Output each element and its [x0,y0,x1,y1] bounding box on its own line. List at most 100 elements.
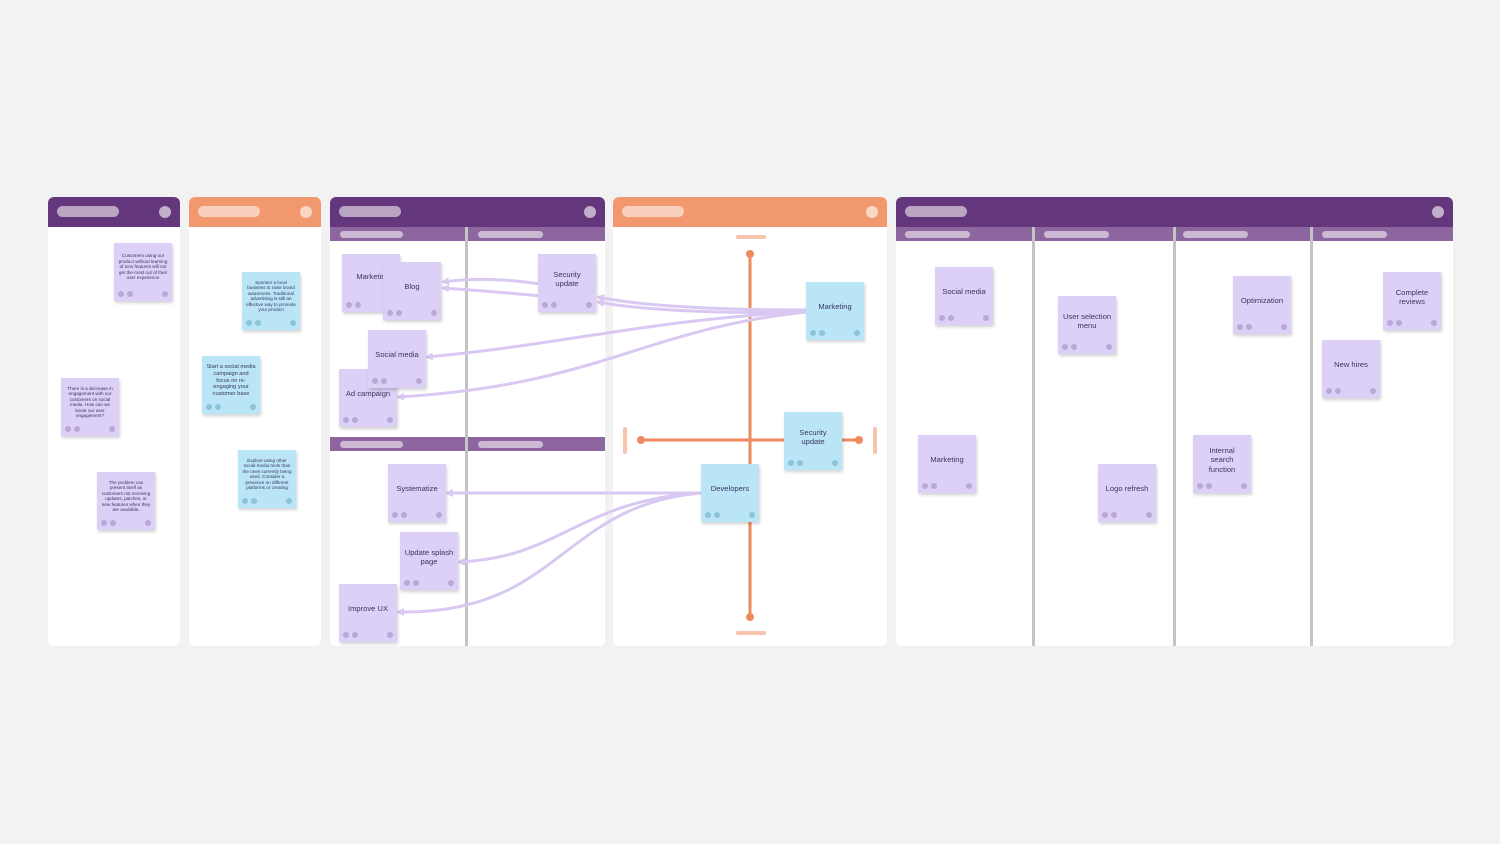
column-matrix [613,197,887,646]
note-reaction-icon [101,520,107,526]
note-reaction-icon [1370,388,1376,394]
note-reaction-icon [404,580,410,586]
sticky-note-text: Update splash page [404,547,454,566]
note-reaction-icon [1431,320,1437,326]
sticky-note[interactable]: Developers [701,464,759,522]
column-menu-button[interactable] [866,206,878,218]
sticky-note[interactable]: User selection menu [1058,296,1116,354]
note-reaction-icon [118,291,124,297]
note-reaction-icon [586,302,592,308]
sticky-note[interactable]: Internal search function [1193,435,1251,493]
column-divider [465,227,468,646]
sticky-note[interactable]: The problem can present itself as custom… [97,472,155,530]
sticky-note[interactable]: There is a decrease in engagement with o… [61,378,119,436]
note-reaction-icon [355,302,361,308]
sticky-note-text: Marketing [818,302,852,312]
sticky-note[interactable]: Optimization [1233,276,1291,334]
subheader-title-placeholder [1183,231,1248,238]
sticky-note-text: Start a social media campaign and focus … [206,364,256,398]
note-reaction-icon [436,512,442,518]
sticky-note[interactable]: Security update [538,254,596,312]
sticky-note[interactable]: Blog [383,262,441,320]
sticky-note-text: New hires [1334,360,1368,370]
note-reaction-icon [1146,512,1152,518]
note-reaction-icon [110,520,116,526]
note-reaction-icon [387,310,393,316]
subheader-title-placeholder [905,231,970,238]
note-reaction-icon [788,460,794,466]
sticky-note-text: Social media [375,350,419,360]
note-reaction-icon [246,320,252,326]
column-divider [1032,227,1035,646]
subheader-title-placeholder [478,231,543,238]
sticky-note[interactable]: Update splash page [400,532,458,590]
column-menu-button[interactable] [584,206,596,218]
note-reaction-icon [431,310,437,316]
sticky-note[interactable]: Customers using our product without lear… [114,243,172,301]
note-reaction-icon [215,404,221,410]
sticky-note[interactable]: Logo refresh [1098,464,1156,522]
sticky-note[interactable]: Complete reviews [1383,272,1441,330]
note-reaction-icon [1062,344,1068,350]
column-header [896,197,1453,227]
note-reaction-icon [74,426,80,432]
note-reaction-icon [448,580,454,586]
column-menu-button[interactable] [300,206,312,218]
note-reaction-icon [1102,512,1108,518]
note-reaction-icon [714,512,720,518]
subheader-title-placeholder [478,441,543,448]
sticky-note[interactable]: Start a social media campaign and focus … [202,356,260,414]
note-reaction-icon [352,417,358,423]
column-header [330,197,605,227]
sticky-note-text: Complete reviews [1395,287,1429,306]
sticky-note-text: Logo refresh [1105,484,1149,494]
note-reaction-icon [1335,388,1341,394]
sticky-note[interactable]: Marketing [918,435,976,493]
note-reaction-icon [810,330,816,336]
note-reaction-icon [551,302,557,308]
sticky-note[interactable]: Improve UX [339,584,397,642]
note-reaction-icon [343,417,349,423]
note-reaction-icon [1246,324,1252,330]
column-divider [1173,227,1176,646]
sticky-note[interactable]: Security update [784,412,842,470]
note-reaction-icon [372,378,378,384]
note-reaction-icon [65,426,71,432]
sticky-note-text: Internal search function [1208,446,1236,474]
note-reaction-icon [401,512,407,518]
column-header [48,197,180,227]
column-header [613,197,887,227]
note-reaction-icon [255,320,261,326]
sticky-note[interactable]: Social media [368,330,426,388]
sticky-note-text: Social media [942,287,986,297]
column-menu-button[interactable] [1432,206,1444,218]
sticky-note[interactable]: Sponsor a local business to raise brand … [242,272,300,330]
column-menu-button[interactable] [159,206,171,218]
note-reaction-icon [1396,320,1402,326]
sticky-note-text: Improve UX [347,604,389,614]
note-reaction-icon [251,498,257,504]
sticky-note[interactable]: Social media [935,267,993,325]
note-reaction-icon [797,460,803,466]
column-solutions [189,197,321,646]
sticky-note-text: Systematize [396,484,438,494]
note-reaction-icon [854,330,860,336]
note-reaction-icon [381,378,387,384]
note-reaction-icon [939,315,945,321]
sticky-note-text: Blog [404,282,420,292]
sticky-note-text: Marketing [930,455,964,465]
note-reaction-icon [1106,344,1112,350]
sticky-note[interactable]: New hires [1322,340,1380,398]
note-reaction-icon [250,404,256,410]
subheader-title-placeholder [1322,231,1387,238]
sticky-note-text: Security update [799,427,827,446]
sticky-note[interactable]: Explore using other social media tools t… [238,450,296,508]
note-reaction-icon [542,302,548,308]
sticky-note-text: Customers using our product without lear… [118,253,168,281]
sticky-note-text: There is a decrease in engagement with o… [67,385,113,419]
column-roadmap [896,197,1453,646]
note-reaction-icon [1326,388,1332,394]
sticky-note-text: Security update [553,269,581,288]
sticky-note[interactable]: Systematize [388,464,446,522]
sticky-note[interactable]: Marketing [806,282,864,340]
